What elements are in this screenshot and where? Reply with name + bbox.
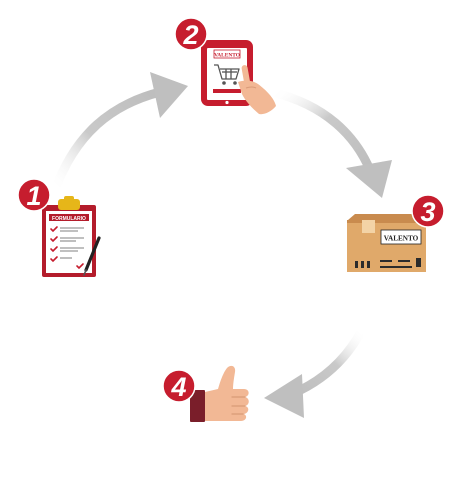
step-badge-2: 2 — [174, 17, 208, 51]
box-brand-label: VALENTO — [384, 235, 419, 243]
step-badge-4: 4 — [162, 369, 196, 403]
tablet-brand-label: VALENTO — [214, 52, 240, 58]
step-number-2: 2 — [182, 20, 198, 50]
shipping-box-icon: VALENTO — [347, 214, 426, 272]
step-number-4: 4 — [170, 372, 186, 402]
arrow-1-to-2 — [50, 72, 188, 195]
step-number-1: 1 — [26, 181, 41, 211]
arrow-2-to-3 — [267, 87, 392, 198]
shopping-cart-icon — [214, 64, 240, 80]
step-4: 4 — [162, 365, 249, 422]
thumbs-up-icon — [190, 365, 249, 422]
clipboard-form-icon: FORMULARIO — [42, 196, 101, 277]
pointing-hand-icon — [238, 65, 276, 115]
step-2: VALENTO 2 — [174, 17, 276, 115]
step-badge-1: 1 — [17, 178, 51, 212]
step-1: FORMULARIO 1 — [17, 178, 101, 277]
step-number-3: 3 — [420, 197, 435, 227]
step-badge-3: 3 — [411, 194, 445, 228]
clipboard-title: FORMULARIO — [52, 216, 86, 222]
tablet-shopping-cart-icon: VALENTO — [201, 40, 276, 115]
arrow-3-to-4 — [264, 325, 367, 418]
step-3: VALENTO 3 — [347, 194, 445, 272]
